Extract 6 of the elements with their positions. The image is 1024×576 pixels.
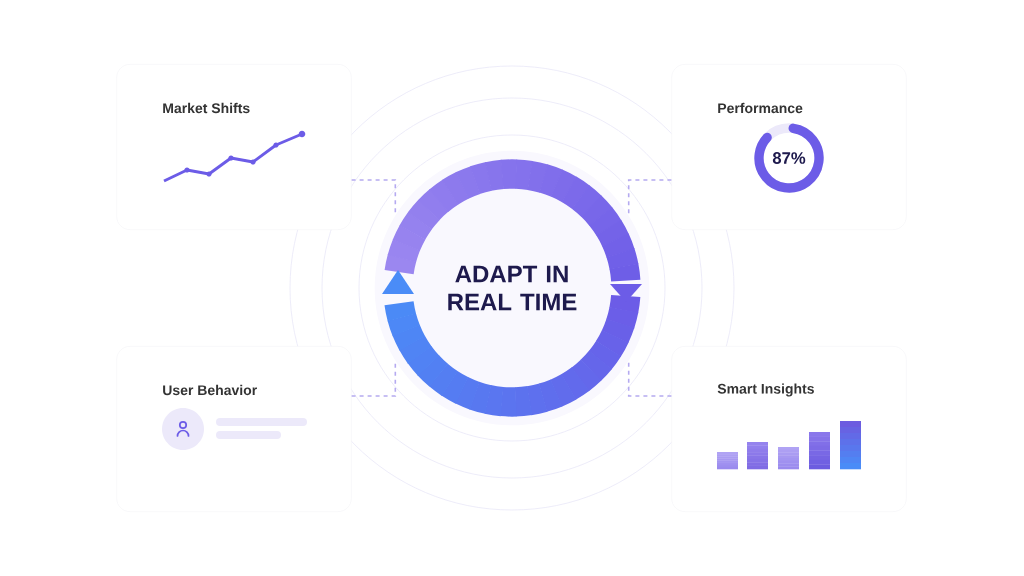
card: User Behavior — [116, 346, 352, 512]
dashed-connector — [627, 360, 673, 397]
card: Smart Insights — [671, 346, 907, 512]
card: Market Shifts — [116, 64, 352, 230]
dashed-connector — [627, 179, 673, 216]
percent-value: 87% — [772, 152, 806, 164]
